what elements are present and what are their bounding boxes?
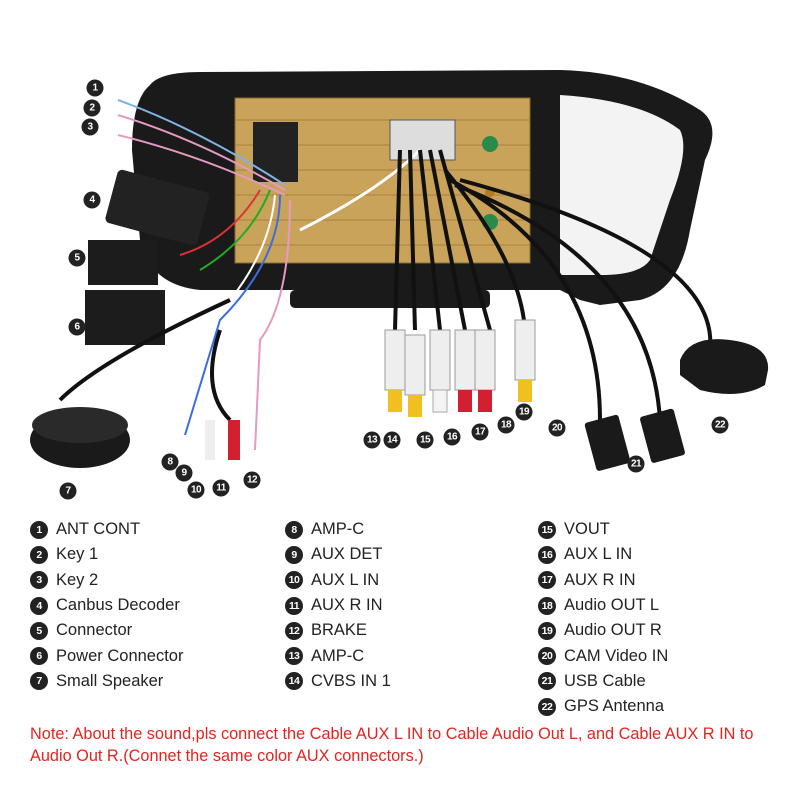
legend-item: 18 Audio OUT L [538, 593, 668, 618]
legend-item: 5 Connector [30, 618, 183, 643]
legend-number-badge: 16 [538, 545, 556, 564]
callout-10: 10 [187, 481, 205, 499]
legend-number-badge: 21 [538, 672, 556, 691]
legend-item: 15 VOUT [538, 517, 668, 542]
legend-label: AUX R IN [311, 596, 383, 615]
legend-label: Audio OUT L [564, 596, 660, 615]
legend-number-badge: 11 [285, 596, 303, 615]
legend-item: 9 AUX DET [285, 542, 391, 567]
callout-8: 8 [161, 453, 179, 471]
legend-item: 20 CAM Video IN [538, 643, 668, 668]
legend-number-badge: 17 [538, 571, 556, 590]
legend-label: AUX DET [311, 545, 383, 564]
callout-2: 2 [83, 99, 101, 117]
callout-21: 21 [627, 455, 645, 473]
legend-item: 6 Power Connector [30, 643, 183, 668]
legend-item: 13 AMP-C [285, 643, 391, 668]
legend-label: AMP-C [311, 646, 365, 665]
head-unit-illustration [30, 70, 769, 471]
legend-number-badge: 6 [30, 647, 48, 666]
legend-label: Power Connector [56, 646, 184, 665]
callout-7: 7 [59, 482, 77, 500]
callout-12: 12 [243, 471, 261, 489]
callout-11: 11 [212, 479, 230, 497]
callout-9: 9 [175, 464, 193, 482]
legend-number-badge: 18 [538, 596, 556, 615]
callout-3: 3 [81, 118, 99, 136]
legend-label: AMP-C [311, 520, 365, 539]
legend-number-badge: 15 [538, 520, 556, 539]
legend-item: 4 Canbus Decoder [30, 593, 183, 618]
legend-label: USB Cable [564, 671, 646, 690]
legend-number-badge: 3 [30, 571, 48, 590]
legend-item: 3 Key 2 [30, 568, 183, 593]
rca-connectors [205, 319, 536, 460]
legend-item: 11 AUX R IN [285, 593, 391, 618]
wiring-diagram-photo: 1 2 3 4 5 6 7 8 9 10 11 12 13 14 15 16 1… [30, 70, 769, 500]
callout-15: 15 [416, 431, 434, 449]
legend-number-badge: 22 [538, 697, 556, 716]
legend-column-1: 1 ANT CONT 2 Key 1 3 Key 2 4 Canbus Decoder 5 Con… [30, 517, 183, 694]
legend-label: Audio OUT R [564, 621, 662, 640]
legend-label: Key 1 [56, 545, 99, 564]
callout-6: 6 [68, 318, 86, 336]
legend-number-badge: 12 [285, 621, 303, 640]
legend-number-badge: 5 [30, 621, 48, 640]
usb-cable-end [584, 414, 631, 471]
legend-item: 19 Audio OUT R [538, 618, 668, 643]
note-text: Note: About the sound,pls connect the Ca… [30, 725, 754, 765]
gps-antenna [680, 339, 769, 394]
legend-item: 17 AUX R IN [538, 568, 668, 593]
callout-17: 17 [471, 423, 489, 441]
legend-number-badge: 1 [30, 520, 48, 539]
callout-18: 18 [497, 416, 515, 434]
legend-label: AUX L IN [311, 570, 380, 589]
legend-number-badge: 7 [30, 672, 48, 691]
legend-label: Canbus Decoder [56, 596, 180, 615]
legend-label: BRAKE [311, 621, 367, 640]
legend-number-badge: 2 [30, 545, 48, 564]
legend-item: 22 GPS Antenna [538, 694, 668, 719]
legend-item: 21 USB Cable [538, 669, 668, 694]
legend-item: 2 Key 1 [30, 542, 183, 567]
legend-label: AUX R IN [564, 570, 636, 589]
legend-label: CVBS IN 1 [311, 671, 391, 690]
legend-item: 12 BRAKE [285, 618, 391, 643]
legend-number-badge: 20 [538, 647, 556, 666]
legend-number-badge: 8 [285, 520, 303, 539]
legend-number-badge: 14 [285, 672, 303, 691]
callout-4: 4 [83, 191, 101, 209]
callout-19: 19 [515, 403, 533, 421]
legend-label: ANT CONT [56, 520, 141, 539]
legend-label: Key 2 [56, 570, 99, 589]
legend-number-badge: 19 [538, 621, 556, 640]
legend-number-badge: 9 [285, 545, 303, 564]
callout-14: 14 [383, 431, 401, 449]
legend-item: 10 AUX L IN [285, 568, 391, 593]
callout-16: 16 [443, 428, 461, 446]
legend-label: CAM Video IN [564, 646, 669, 665]
legend-item: 16 AUX L IN [538, 542, 668, 567]
legend-number-badge: 10 [285, 571, 303, 590]
legend-number-badge: 13 [285, 647, 303, 666]
legend-label: Connector [56, 621, 133, 640]
callout-5: 5 [68, 249, 86, 267]
callout-1: 1 [86, 79, 104, 97]
legend-label: GPS Antenna [564, 697, 664, 716]
legend-item: 1 ANT CONT [30, 517, 183, 542]
callout-20: 20 [548, 419, 566, 437]
legend-label: AUX L IN [564, 545, 633, 564]
legend-label: Small Speaker [56, 671, 164, 690]
callout-22: 22 [711, 416, 729, 434]
legend-item: 8 AMP-C [285, 517, 391, 542]
callout-13: 13 [363, 431, 381, 449]
legend-number-badge: 4 [30, 596, 48, 615]
legend-item: 14 CVBS IN 1 [285, 669, 391, 694]
legend-item: 7 Small Speaker [30, 669, 183, 694]
legend-label: VOUT [564, 520, 610, 539]
